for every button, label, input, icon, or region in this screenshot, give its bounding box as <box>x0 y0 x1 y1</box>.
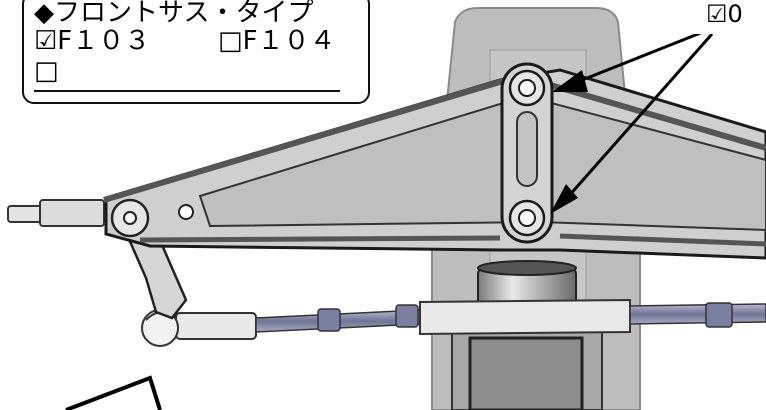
right-option-label: ☑0 <box>706 0 743 28</box>
lower-chassis <box>451 329 603 410</box>
option-blank: □ <box>34 56 59 86</box>
bottom-callout-line <box>65 375 162 410</box>
callout-underline <box>34 90 340 92</box>
option-f103: ☑F１０３ <box>34 26 151 56</box>
axle-stub <box>7 199 105 227</box>
callout-title: ◆フロントサス・タイプ <box>34 0 314 28</box>
right-label-box <box>690 0 766 34</box>
tie-rod-left <box>141 304 421 347</box>
mounting-plate <box>500 62 554 244</box>
front-suspension-callout: ◆フロントサス・タイプ ☑F１０３ □F１０４ □ <box>22 0 370 104</box>
tie-rod-right <box>419 298 766 336</box>
option-f104: □F１０４ <box>218 26 336 56</box>
